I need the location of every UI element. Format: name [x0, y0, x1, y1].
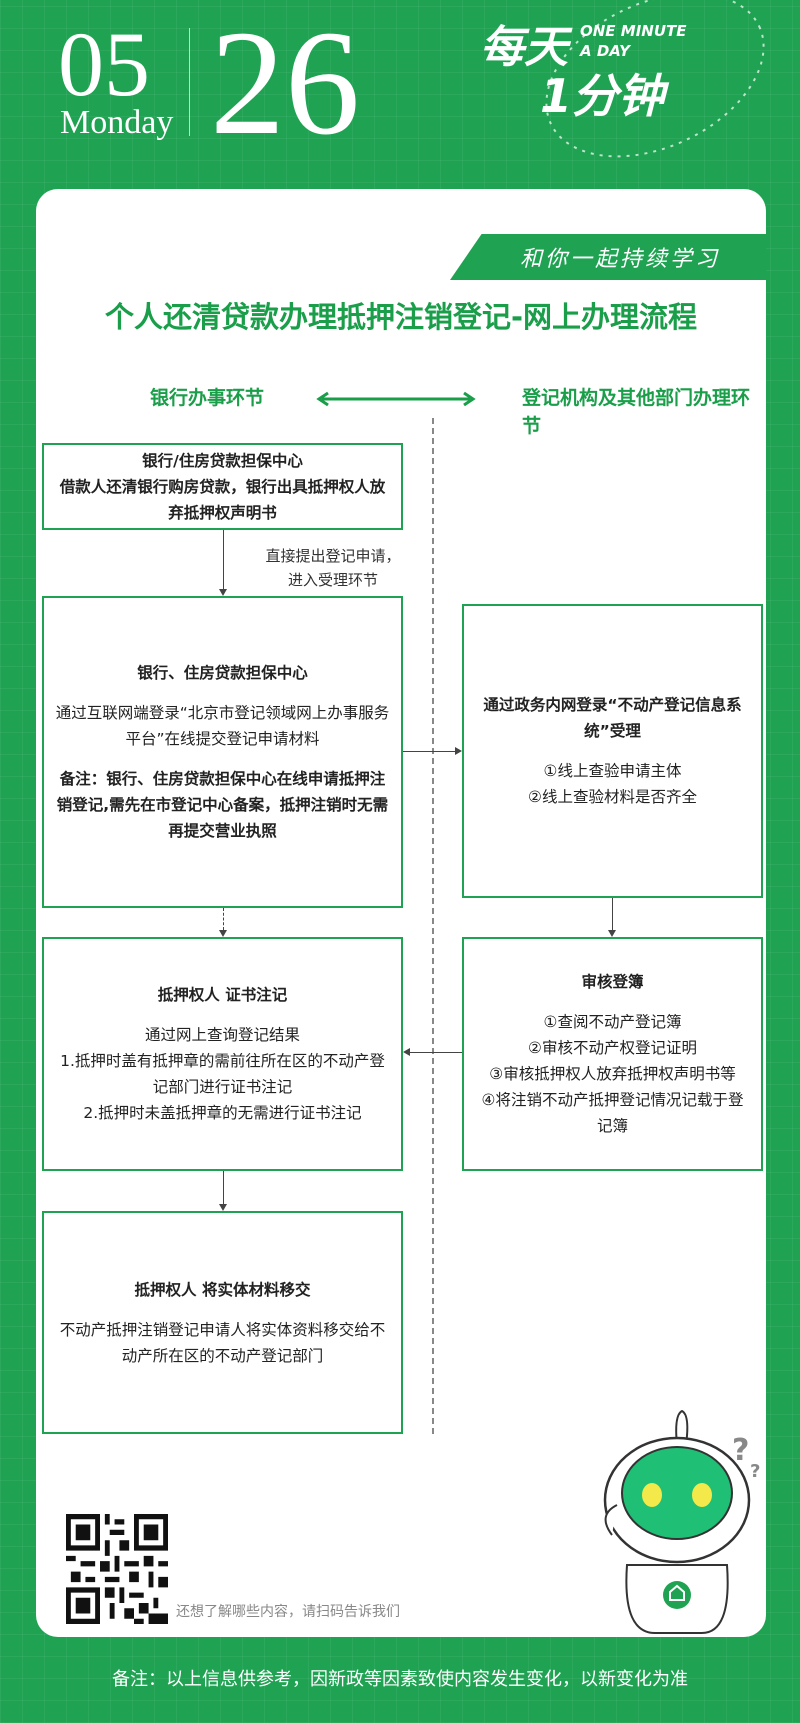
svg-text:1分钟: 1分钟	[540, 69, 670, 123]
lane-divider	[432, 418, 434, 1434]
step-item: ③审核抵押权人放弃抵押权声明书等	[489, 1065, 736, 1083]
step-item: ②线上查验材料是否齐全	[528, 788, 697, 806]
step-text: 借款人还清银行购房贷款，银行出具抵押权人放弃抵押权声明书	[59, 477, 386, 522]
step-item: 通过网上查询登记结果	[144, 1026, 300, 1044]
arrow-left-icon	[403, 1048, 410, 1056]
lane-header-registry: 登记机构及其他部门办理环节	[522, 387, 751, 437]
connector	[403, 751, 455, 752]
qr-hint: 还想了解哪些内容，请扫码告诉我们	[176, 1604, 400, 1620]
connector	[223, 1171, 224, 1204]
step-item: ①查阅不动产登记簿	[543, 1013, 682, 1031]
step-text: 通过互联网端登录“北京市登记领域网上办事服务平台”在线提交登记申请材料	[55, 704, 390, 748]
double-arrow-icon	[316, 392, 476, 406]
step-item: ①线上查验申请主体	[543, 762, 682, 780]
date-weekday: Monday	[60, 104, 174, 141]
step-item: ②审核不动产权登记证明	[528, 1039, 697, 1057]
step-item: 1.抵押时盖有抵押章的需前往所在区的不动产登记部门进行证书注记	[60, 1052, 385, 1096]
arrow-down-icon	[219, 1204, 227, 1211]
one-minute-logo: 每天 ONE MINUTE A DAY 1分钟	[480, 0, 780, 170]
step-item: ④将注销不动产抵押登记情况记载于登记簿	[481, 1091, 744, 1135]
arrow-down-icon	[219, 589, 227, 596]
step-title: 通过政务内网登录“不动产登记信息系统”受理	[483, 696, 742, 740]
qr-code[interactable]	[66, 1514, 168, 1624]
step-title: 抵押权人 证书注记	[157, 986, 288, 1004]
arrow-down-icon	[608, 930, 616, 937]
date-day: 26	[210, 0, 360, 166]
lane-header-bank: 银行办事环节	[150, 387, 265, 409]
svg-text:每天: 每天	[480, 22, 573, 73]
step-review-register: 审核登簿 ①查阅不动产登记簿 ②审核不动产权登记证明 ③审核抵押权人放弃抵押权声…	[462, 937, 763, 1171]
arrow-right-icon	[455, 747, 462, 755]
footer-note: 备注：以上信息供参考，因新政等因素致使内容发生变化，以新变化为准	[112, 1669, 688, 1690]
step-certificate-note: 抵押权人 证书注记 通过网上查询登记结果 1.抵押时盖有抵押章的需前往所在区的不…	[42, 937, 403, 1171]
step-online-submit: 银行、住房贷款担保中心 通过互联网端登录“北京市登记领域网上办事服务平台”在线提…	[42, 596, 403, 908]
date-month: 05	[58, 13, 150, 115]
page-title: 个人还清贷款办理抵押注销登记-网上办理流程	[104, 300, 698, 334]
connector	[223, 908, 224, 930]
robot-mascot: ? ?	[582, 1405, 772, 1637]
step-text: 不动产抵押注销登记申请人将实体资料移交给不动产所在区的不动产登记部门	[59, 1320, 386, 1365]
step-title: 银行/住房贷款担保中心	[142, 451, 303, 470]
step-bank-release: 银行/住房贷款担保中心 借款人还清银行购房贷款，银行出具抵押权人放弃抵押权声明书	[42, 443, 403, 530]
step-title: 银行、住房贷款担保中心	[137, 664, 308, 682]
svg-text:?: ?	[732, 1433, 749, 1468]
step-note: 备注：银行、住房贷款担保中心在线申请抵押注销登记,需先在市登记中心备案，抵押注销…	[56, 770, 389, 840]
arrow-down-icon	[219, 930, 227, 937]
svg-text:?: ?	[750, 1461, 760, 1482]
connector	[223, 530, 224, 590]
date-divider	[189, 28, 190, 136]
step-accept: 通过政务内网登录“不动产登记信息系统”受理 ①线上查验申请主体 ②线上查验材料是…	[462, 604, 763, 898]
step-material-transfer: 抵押权人 将实体材料移交 不动产抵押注销登记申请人将实体资料移交给不动产所在区的…	[42, 1211, 403, 1434]
slogan-tag: 和你一起持续学习	[450, 234, 766, 280]
svg-text:A DAY: A DAY	[579, 42, 632, 60]
step-title: 审核登簿	[581, 973, 644, 991]
connector	[410, 1052, 462, 1053]
svg-text:ONE MINUTE: ONE MINUTE	[580, 22, 687, 40]
step-item: 2.抵押时未盖抵押章的无需进行证书注记	[83, 1104, 362, 1122]
edge-label: 直接提出登记申请，进入受理环节	[265, 547, 401, 589]
connector	[612, 898, 613, 930]
step-title: 抵押权人 将实体材料移交	[134, 1280, 311, 1299]
